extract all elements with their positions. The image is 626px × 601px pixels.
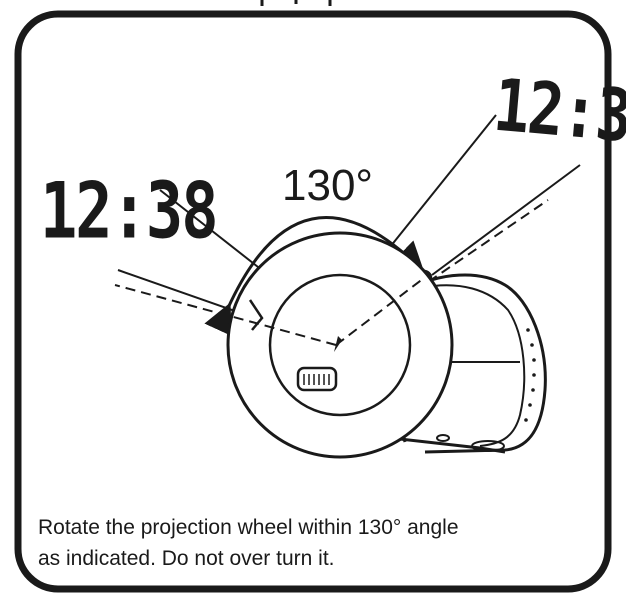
base-button (436, 434, 450, 442)
projection-ray-right (335, 199, 549, 346)
clock-display-right: 12:38 (490, 62, 626, 161)
projection-wheel-lens-ring (268, 273, 412, 417)
boundary-ray-right (431, 164, 581, 276)
instruction-caption: Rotate the projection wheel within 130° … (38, 512, 598, 574)
projection-wheel[interactable] (226, 231, 454, 459)
clock-display-left: 12:38 (40, 166, 217, 257)
wheel-notch (248, 299, 264, 331)
device-housing-inner (419, 284, 526, 447)
rounded-frame (14, 10, 612, 593)
angle-label: 130° (282, 161, 373, 210)
rotation-arc (204, 216, 425, 337)
caption-line-2: as indicated. Do not over turn it. (38, 547, 335, 570)
wheel-lcd-window (296, 366, 338, 392)
speaker-grille (524, 328, 536, 422)
cropped-heading-fragment (260, 0, 332, 6)
caption-line-1: Rotate the projection wheel within 130° … (38, 516, 459, 539)
wheel-lcd-stripes (303, 374, 330, 385)
base-foot (471, 440, 505, 452)
device-housing (407, 273, 547, 454)
leader-line-right (377, 114, 497, 263)
